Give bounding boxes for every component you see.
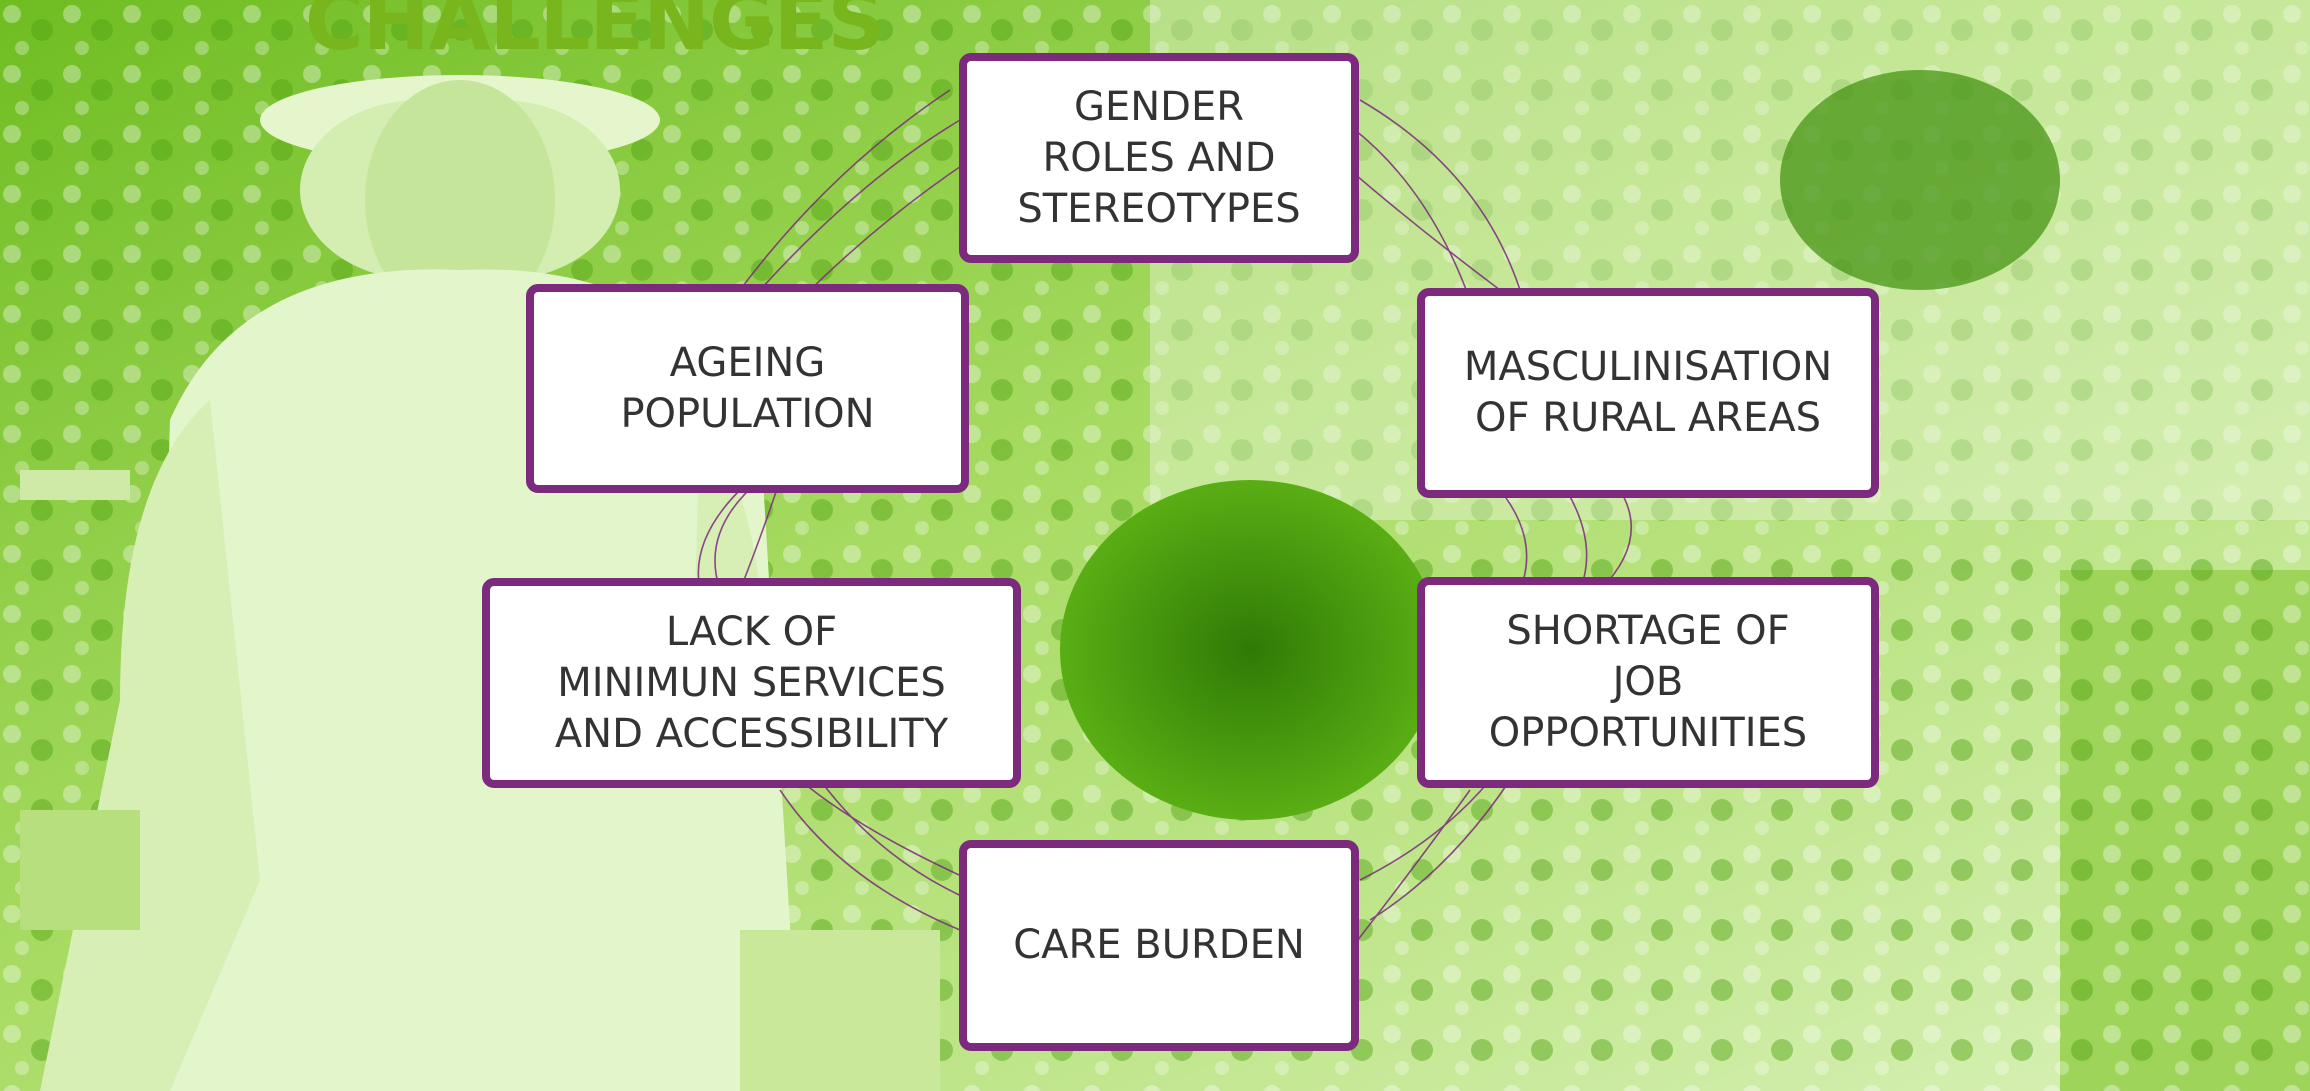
challenge-line: AND ACCESSIBILITY [554,710,949,757]
challenge-box-lack-of-services: LACK OF MINIMUN SERVICES AND ACCESSIBILI… [482,578,1021,788]
challenge-line: MASCULINISATION [1463,344,1833,390]
challenge-line: OPPORTUNITIES [1488,710,1808,756]
challenge-line: JOB [1612,659,1684,705]
challenge-line: OF RURAL AREAS [1475,395,1821,441]
challenge-line: AGEING [669,339,826,386]
challenge-line: LACK OF [665,608,838,655]
challenge-box-care-burden: CARE BURDEN [959,840,1359,1051]
challenge-line: SHORTAGE OF [1506,608,1790,654]
challenge-box-gender-roles: GENDER ROLES AND STEREOTYPES [959,53,1359,263]
challenge-line: STEREOTYPES [1017,185,1301,232]
challenge-line: POPULATION [620,390,875,437]
challenge-line: MINIMUN SERVICES [557,659,946,706]
page-title: CHALLENGES [305,0,885,68]
challenge-box-shortage-of-jobs: SHORTAGE OF JOB OPPORTUNITIES [1417,577,1879,788]
challenge-line: CARE BURDEN [1013,922,1305,968]
challenge-box-masculinisation: MASCULINISATION OF RURAL AREAS [1417,288,1879,498]
challenge-line: ROLES AND [1042,134,1276,181]
challenge-line: GENDER [1073,83,1245,130]
challenge-box-ageing-population: AGEING POPULATION [526,284,969,493]
